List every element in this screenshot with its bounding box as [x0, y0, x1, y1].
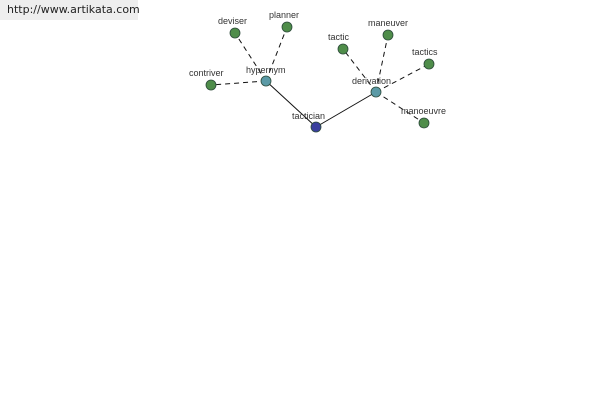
term-node-manoeuvre[interactable] [418, 117, 430, 129]
edge-derivation-tactic [342, 48, 377, 93]
root-label-tactician[interactable]: tactician [292, 111, 325, 121]
term-node-tactic[interactable] [337, 43, 349, 55]
relation-label-hypernym[interactable]: hypernym [246, 65, 286, 75]
edge-hypernym-planner [265, 26, 288, 82]
term-label-manoeuvre[interactable]: manoeuvre [401, 106, 446, 116]
edge-derivation-manoeuvre [375, 91, 425, 124]
relation-node-derivation[interactable] [370, 86, 382, 98]
graph-nodes [205, 21, 435, 133]
term-label-tactic[interactable]: tactic [328, 32, 350, 42]
term-node-planner[interactable] [281, 21, 293, 33]
edge-hypernym-deviser [234, 32, 267, 82]
term-label-maneuver[interactable]: maneuver [368, 18, 408, 28]
edge-derivation-maneuver [375, 34, 389, 93]
term-node-maneuver[interactable] [382, 29, 394, 41]
graph-edges [210, 26, 430, 128]
edge-hypernym-contriver [210, 80, 267, 86]
term-label-tactics[interactable]: tactics [412, 47, 438, 57]
relation-label-derivation[interactable]: derivation [352, 76, 391, 86]
term-label-planner[interactable]: planner [269, 10, 299, 20]
root-node-tactician[interactable] [310, 121, 322, 133]
edge-derivation-tactics [375, 63, 430, 93]
graph-labels: tactician hypernym deviser planner contriver… [189, 10, 446, 121]
edge-tactician-hypernym [265, 80, 317, 128]
edge-tactician-derivation [315, 91, 377, 128]
term-node-contriver[interactable] [205, 79, 217, 91]
term-label-deviser[interactable]: deviser [218, 16, 247, 26]
relation-node-hypernym[interactable] [260, 75, 272, 87]
term-node-tactics[interactable] [423, 58, 435, 70]
term-node-deviser[interactable] [229, 27, 241, 39]
term-label-contriver[interactable]: contriver [189, 68, 224, 78]
source-url[interactable]: http://www.artikata.com [0, 0, 140, 20]
